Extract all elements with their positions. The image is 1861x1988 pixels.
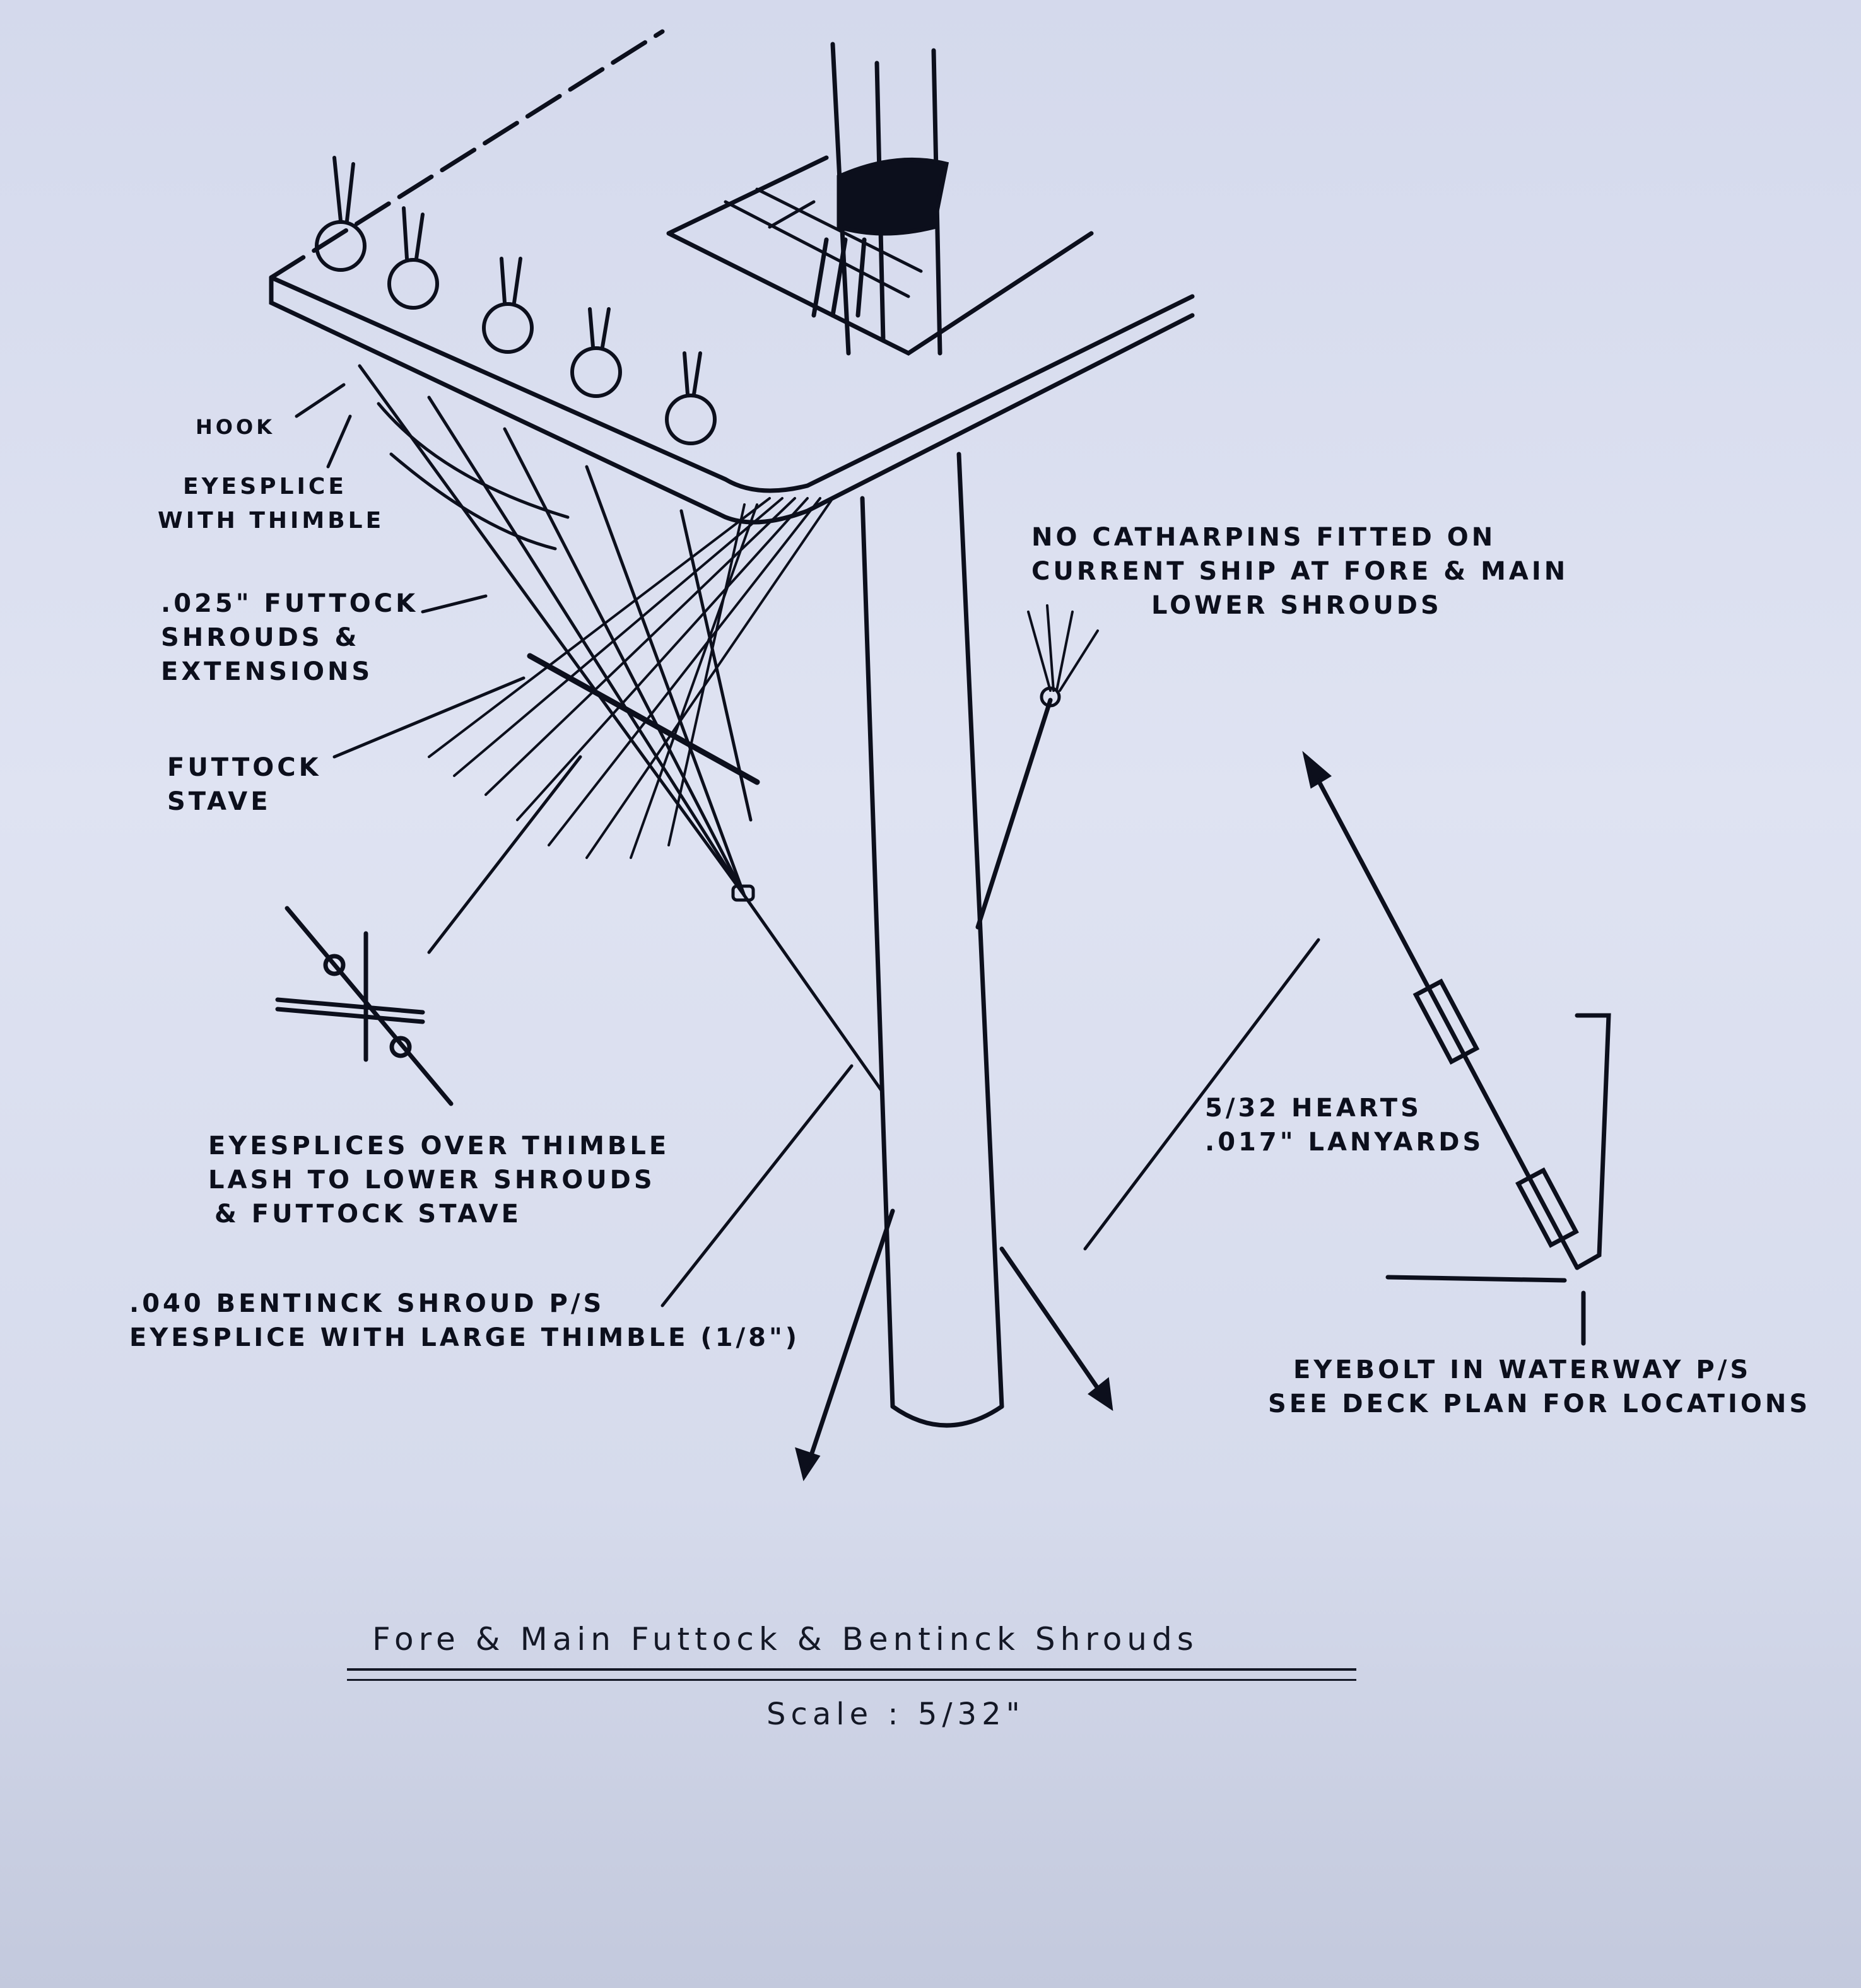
label-line: See deck plan for locations bbox=[1268, 1389, 1811, 1418]
label-line: lash to lower shrouds bbox=[208, 1166, 655, 1195]
label-hearts: 5/32 hearts .017" lanyards bbox=[1205, 1091, 1484, 1159]
leader-arrows bbox=[295, 383, 1320, 1307]
bentinck-shroud bbox=[795, 604, 1113, 1482]
mast-lashing bbox=[837, 157, 949, 236]
lower-shrouds bbox=[428, 497, 834, 859]
futtock-extension bbox=[743, 894, 884, 1093]
label-line: current ship at fore & main bbox=[1031, 557, 1569, 586]
label-line: .040 Bentinck shroud P/S bbox=[129, 1289, 605, 1318]
lower-mast bbox=[860, 452, 1004, 1428]
label-futtock-shrouds: .025" Futtock shrouds & extensions bbox=[161, 587, 418, 689]
heart-detail bbox=[1302, 751, 1611, 1346]
label-line: No catharpins fitted on bbox=[1031, 523, 1496, 552]
lashing-detail bbox=[275, 906, 454, 1106]
trestle-outline bbox=[666, 155, 1094, 356]
label-line: Eyesplice bbox=[183, 474, 347, 500]
label-line: stave bbox=[167, 787, 271, 816]
label-line: .025" Futtock bbox=[161, 589, 419, 618]
deadeyes bbox=[315, 156, 717, 445]
top-platform bbox=[269, 29, 1195, 525]
label-hook: Hook bbox=[196, 415, 275, 439]
label-line: Eyesplice with large thimble (1/8") bbox=[129, 1323, 801, 1352]
label-eyebolt: Eyebolt in waterway P/S See deck plan for… bbox=[1268, 1353, 1811, 1421]
title-underline bbox=[347, 1668, 1356, 1671]
drawing-scale: Scale : 5/32" bbox=[766, 1697, 1025, 1732]
drawing-title: Fore & Main Futtock & Bentinck Shrouds bbox=[372, 1621, 1199, 1658]
futtock-shrouds bbox=[358, 364, 884, 1093]
label-line: .017" lanyards bbox=[1205, 1128, 1484, 1157]
label-catharpins-note: No catharpins fitted on current ship at f… bbox=[1031, 520, 1568, 623]
label-futtock-stave: Futtock stave bbox=[167, 751, 322, 819]
label-eyesplice-thimble: Eyesplice with thimble bbox=[158, 470, 384, 538]
label-line: 5/32 hearts bbox=[1205, 1094, 1422, 1123]
futtock-stave bbox=[527, 653, 760, 785]
label-line: Eyesplices over thimble bbox=[208, 1131, 670, 1161]
label-line: with thimble bbox=[158, 508, 385, 534]
label-line: shrouds & bbox=[161, 623, 360, 652]
label-line: extensions bbox=[161, 657, 373, 686]
label-eyesplices-lash: Eyesplices over thimble lash to lower shr… bbox=[208, 1129, 669, 1231]
label-bentinck: .040 Bentinck shroud P/S Eyesplice with l… bbox=[129, 1287, 800, 1355]
label-line: lower shrouds bbox=[1151, 591, 1442, 620]
label-line: Futtock bbox=[167, 753, 322, 782]
upper-mast bbox=[811, 42, 949, 356]
label-line: Eyebolt in waterway P/S bbox=[1293, 1355, 1752, 1384]
title-underline-2 bbox=[347, 1679, 1356, 1681]
label-line: & futtock stave bbox=[214, 1200, 522, 1229]
